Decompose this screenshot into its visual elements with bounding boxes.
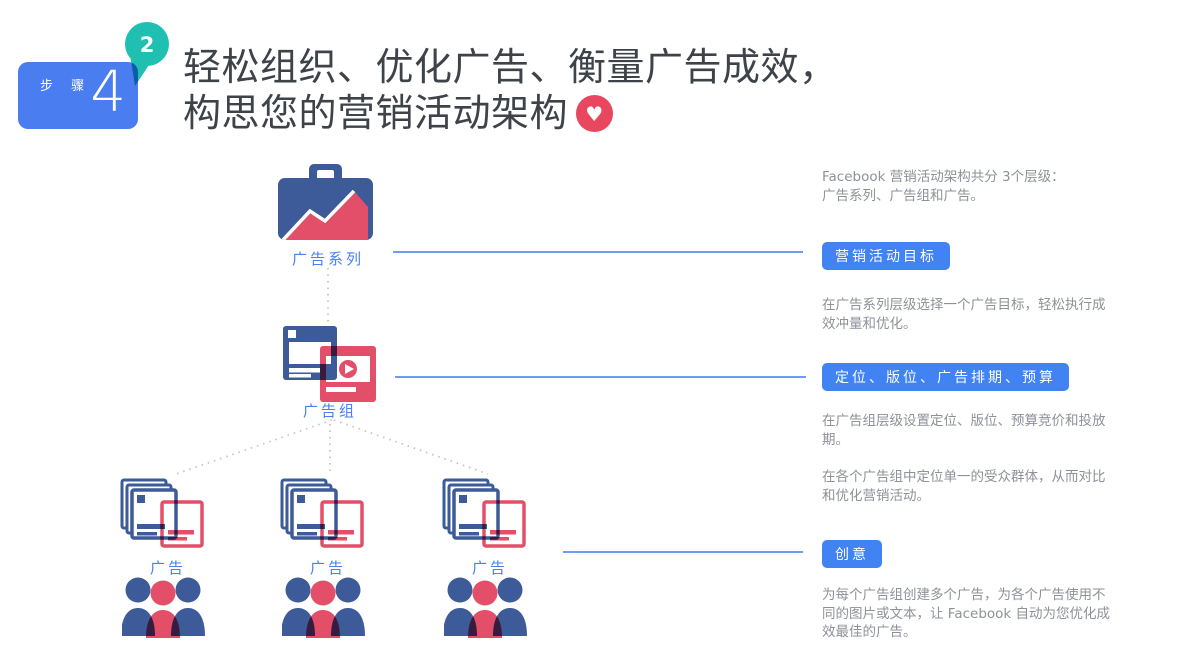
dotted-connectors [175,268,489,475]
stacked-ad-cards-icon [442,478,526,548]
pink-ad-card [320,500,364,548]
teal-location-pin-icon: 2 [125,22,169,86]
heart-icon: ♥ [576,95,614,132]
campaign-briefcase-icon [278,164,373,240]
pink-person [146,580,180,638]
play-icon [345,364,354,374]
campaign-description: 在广告系列层级选择一个广告目标，轻松执行成效冲量和优化。 [822,297,1106,332]
step-number: 4 [90,60,126,125]
briefcase-chart [281,189,368,240]
audience-people-icon [122,577,205,638]
pink-person [468,580,502,638]
adset-label: 广告组 [302,402,357,420]
stacked-ad-cards-icon [120,478,204,548]
adset-description-1: 在广告组层级设置定位、版位、预算竞价和投放期。 [822,413,1106,448]
title-line-2: 构思您的营销活动架构♥ [183,90,838,136]
ad-label-1: 广告 [149,559,186,577]
ads-description: 为每个广告组创建多个广告，为各个广告使用不同的图片或文本，让 Facebook … [822,587,1111,640]
pink-person [306,580,340,638]
campaign-objective-button[interactable]: 营销活动目标 [822,242,950,270]
targeting-placement-schedule-budget-button[interactable]: 定位、版位、广告排期、预算 [822,363,1069,391]
adset-description-2: 在各个广告组中定位单一的受众群体，从而对比和优化营销活动。 [822,469,1106,504]
audience-people-icon [282,577,365,638]
ad-label-3: 广告 [471,559,508,577]
pin-number: 2 [140,33,155,57]
stacked-ad-cards-icon [280,478,364,548]
title-line-2-text: 构思您的营销活动架构 [183,91,569,135]
intro-text: Facebook 营销活动架构共分 3个层级： 广告系列、广告组和广告。 [822,168,1132,205]
step-box: 步 骤 4 [18,60,138,129]
creative-button[interactable]: 创意 [822,540,882,568]
pink-ad-card [160,500,204,548]
page-title: 轻松组织、优化广告、衡量广告成效， 构思您的营销活动架构♥ [183,44,838,136]
pink-ad-card [482,500,526,548]
campaign-label: 广告系列 [291,250,364,268]
step-badge: 步 骤 4 2 [0,0,200,140]
title-line-1: 轻松组织、优化广告、衡量广告成效， [183,45,838,89]
adset-cards-icon [283,326,376,402]
audience-people-icon [444,577,527,638]
step-label: 步 骤 [40,79,92,94]
intro-line-2: 广告系列、广告组和广告。 [822,187,984,204]
adset-pink-video-card [320,346,376,402]
intro-line-1: Facebook 营销活动架构共分 3个层级： [822,169,1065,185]
ad-label-2: 广告 [309,559,346,577]
